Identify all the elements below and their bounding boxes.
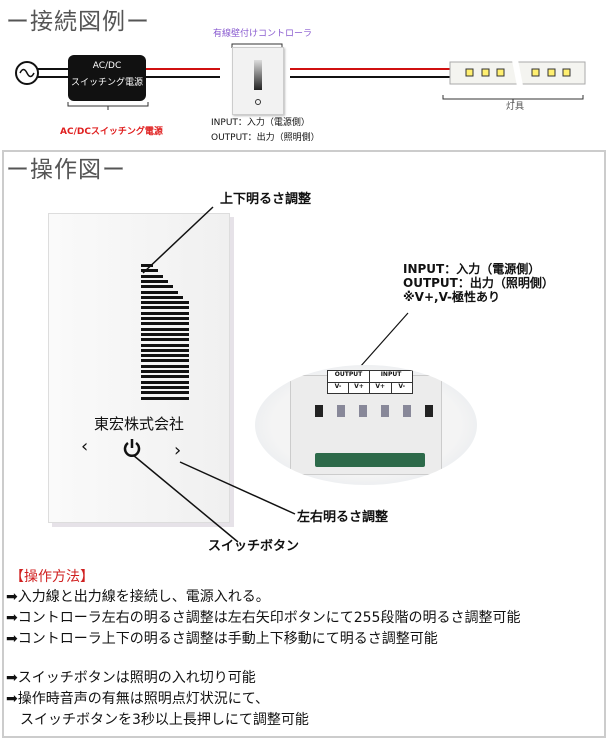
terminal-pin: V+ — [354, 382, 364, 390]
slider-bar — [141, 285, 173, 289]
slider-bar — [141, 354, 189, 358]
left-arrow-button[interactable]: ‹ — [81, 436, 89, 457]
instructions-title: 【操作方法】 — [10, 569, 94, 585]
slider-bar — [141, 322, 189, 326]
connection-wiring — [15, 43, 586, 110]
note-polarity: ※V+,V-極性あり — [403, 290, 500, 304]
terminal-header: INPUT — [370, 371, 412, 383]
terminal-pin: V+ — [370, 382, 392, 393]
slider-bar — [141, 364, 189, 368]
instruction-line: スイッチボタンを3秒以上長押しにて調整可能 — [6, 712, 309, 728]
slider-bar — [141, 375, 189, 379]
slider-bar — [141, 380, 189, 384]
horizontal-adjust-label: 左右明るさ調整 — [297, 510, 389, 525]
slider-bar — [141, 332, 189, 336]
slider-bar — [141, 301, 189, 305]
slider-bar — [141, 385, 189, 389]
slider-bar — [141, 343, 189, 347]
vertical-adjust-label: 上下明るさ調整 — [220, 192, 312, 207]
slider-bar — [141, 290, 178, 294]
slider-bar — [141, 279, 168, 283]
instruction-line: ➡コントローラ左右の明るさ調整は左右矢印ボタンにて255段階の明るさ調整可能 — [6, 610, 521, 626]
right-arrow-button[interactable]: › — [174, 440, 182, 461]
terminal-header: OUTPUT — [328, 371, 370, 383]
instruction-line: ➡操作時音声の有無は照明点灯状況にて、 — [6, 691, 270, 707]
power-button[interactable] — [121, 437, 143, 459]
instruction-line: ➡入力線と出力線を接続し、電源入れる。 — [6, 589, 270, 605]
psu-box-line: スイッチング電源 — [70, 78, 143, 88]
connection-heading: ー接続図例ー — [6, 9, 150, 35]
terminal-pin: V- — [398, 382, 406, 390]
slider-bar — [141, 317, 189, 320]
psu-label: AC/DCスイッチング電源 — [60, 127, 163, 137]
psu-box-line: AC/DC — [92, 61, 122, 71]
slider-bar — [141, 274, 163, 278]
slider-bar — [141, 348, 189, 352]
slider-bar — [141, 359, 189, 363]
io-input: INPUT：入力（電源側） — [211, 118, 310, 128]
lamp-label: 灯具 — [506, 102, 525, 112]
note-input: INPUT：入力（電源側） — [403, 262, 541, 276]
terminal-notes: INPUT：入力（電源側） OUTPUT：出力（照明側） ※V+,V-極性あり — [403, 262, 554, 304]
controller-thumbnail — [232, 47, 284, 115]
company-name: 東宏株式会社 — [93, 415, 184, 433]
slider-bar — [141, 306, 189, 310]
terminal-pin: V- — [328, 382, 349, 393]
slider-bar — [141, 391, 189, 395]
slider-bar — [141, 295, 183, 299]
instruction-line: ➡スイッチボタンは照明の入れ切り可能 — [6, 670, 256, 686]
terminal-block-photo: OUTPUT INPUT V- V+ V+ V- — [255, 365, 477, 485]
note-output: OUTPUT：出力（照明側） — [403, 276, 554, 290]
brightness-slider[interactable] — [141, 264, 189, 404]
slider-bar — [141, 327, 189, 331]
slider-bar — [141, 338, 189, 342]
operation-heading: ー操作図ー — [6, 157, 126, 183]
io-output: OUTPUT：出力（照明側） — [211, 133, 320, 143]
switch-label: スイッチボタン — [208, 539, 300, 554]
slider-bar — [141, 269, 158, 273]
slider-bar — [141, 311, 189, 315]
power-icon — [123, 441, 141, 457]
instruction-line: ➡コントローラ上下の明るさ調整は手動上下移動にて明るさ調整可能 — [6, 631, 438, 647]
slider-bar — [141, 370, 189, 373]
slider-bar — [141, 264, 153, 267]
controller-label: 有線壁付けコントローラ — [213, 29, 313, 39]
slider-bar — [141, 396, 189, 400]
psu-box: AC/DC スイッチング電源 — [68, 55, 146, 101]
